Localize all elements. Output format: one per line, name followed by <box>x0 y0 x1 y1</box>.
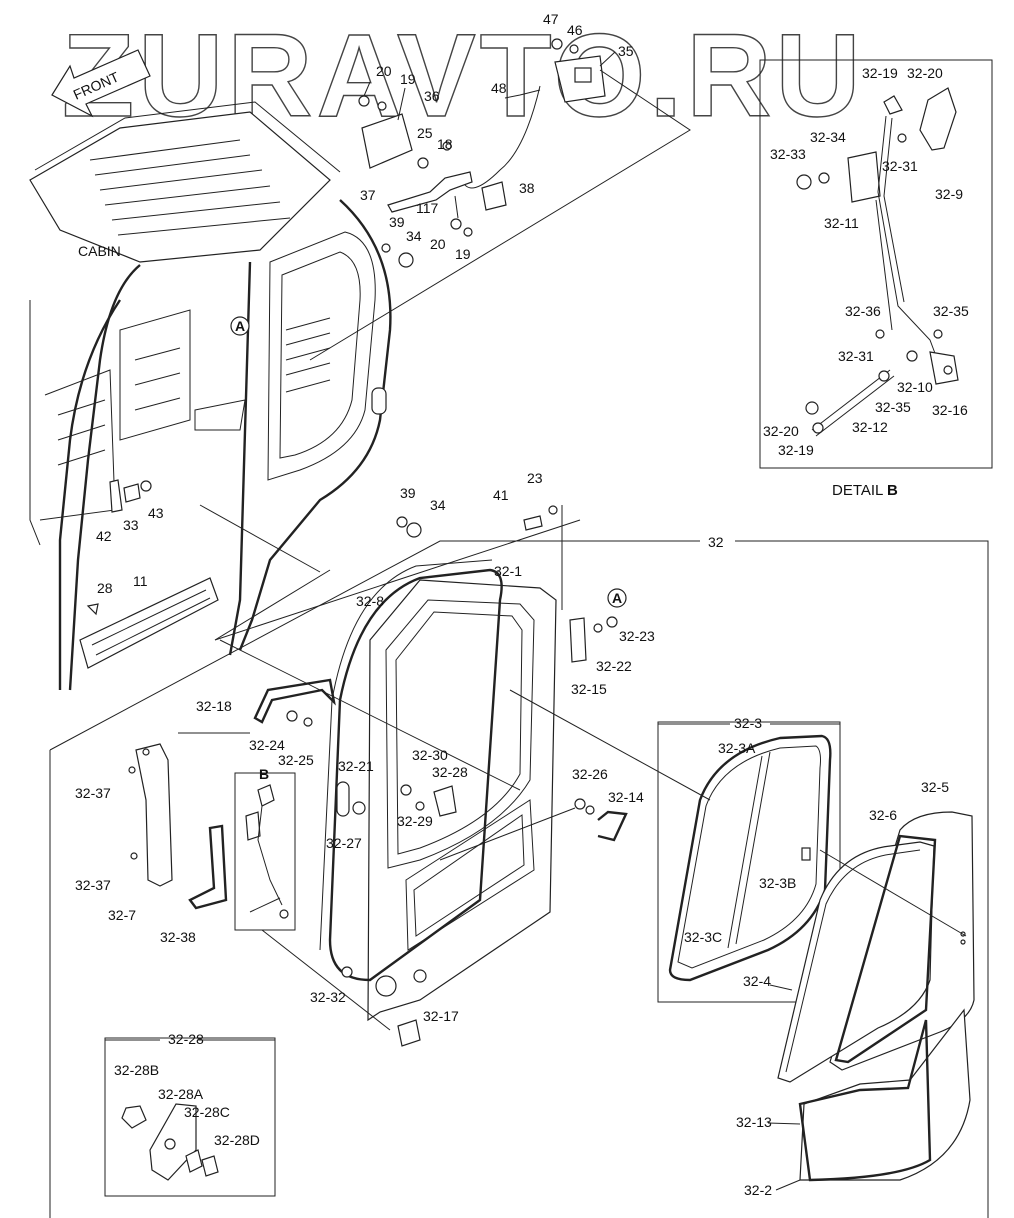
part-label: 32-14 <box>608 789 644 805</box>
part-label: 23 <box>527 470 543 486</box>
part-label: 32-11 <box>824 215 859 231</box>
part-label: 36 <box>424 88 440 104</box>
part-label: 32-28 <box>432 764 468 780</box>
part-label: 32-3 <box>734 715 762 731</box>
part-label: 32-37 <box>75 877 111 893</box>
part-label: 32-23 <box>619 628 655 644</box>
part-label: 38 <box>519 180 535 196</box>
mid-fasteners <box>86 479 581 641</box>
part-label: 39 <box>389 214 405 230</box>
part-label: 32-3B <box>759 875 796 891</box>
part-label: 11 <box>133 573 148 589</box>
part-label: 32 <box>708 534 724 550</box>
part-label: 42 <box>96 528 112 544</box>
bracket-32-7 <box>128 743 228 910</box>
leader-lines <box>105 51 840 1191</box>
part-label: 32-2 <box>744 1182 772 1198</box>
callout-a-cabin: A <box>235 318 245 334</box>
callout-a-door: A <box>612 590 622 606</box>
part-label: 32-20 <box>907 65 943 81</box>
assembly-32-outline <box>49 540 989 1218</box>
part-label: 32-19 <box>778 442 814 458</box>
part-label: 43 <box>148 505 164 521</box>
part-label: 32-38 <box>160 929 196 945</box>
part-label: 32-35 <box>933 303 969 319</box>
part-label: 32-7 <box>108 907 136 923</box>
part-label: 32-36 <box>845 303 881 319</box>
cabin-label: CABIN <box>78 243 121 259</box>
part-label: 46 <box>567 22 583 38</box>
part-label: 32-19 <box>862 65 898 81</box>
part-label: 47 <box>543 11 559 27</box>
part-label: B <box>259 766 269 782</box>
part-label: 32-28D <box>214 1132 260 1148</box>
part-label: 25 <box>417 125 433 141</box>
detail-b-inset <box>234 772 391 1031</box>
part-label: 32-20 <box>763 423 799 439</box>
part-label: 32-15 <box>571 681 607 697</box>
part-label: 32-37 <box>75 785 111 801</box>
part-label: 34 <box>406 228 422 244</box>
part-label: 20 <box>430 236 446 252</box>
part-label: 32-10 <box>897 379 933 395</box>
part-label: 32-1 <box>494 563 522 579</box>
part-label: 32-4 <box>743 973 771 989</box>
part-label: 32-13 <box>736 1114 772 1130</box>
part-label: 32-8 <box>356 593 384 609</box>
part-label: 19 <box>400 71 416 87</box>
part-label: 28 <box>97 580 113 596</box>
part-label: 32-5 <box>921 779 949 795</box>
part-label: 32-28A <box>158 1086 204 1102</box>
part-label: 32-3C <box>684 929 722 945</box>
part-label: 32-18 <box>196 698 232 714</box>
part-label: 20 <box>376 63 392 79</box>
part-label: 32-12 <box>852 419 888 435</box>
part-label: 32-30 <box>412 747 448 763</box>
part-label: 33 <box>123 517 139 533</box>
part-label: 39 <box>400 485 416 501</box>
part-label: 32-27 <box>326 835 362 851</box>
part-label: 32-6 <box>869 807 897 823</box>
part-label: 32-21 <box>338 758 374 774</box>
part-label: 32-31 <box>882 158 918 174</box>
part-label: 35 <box>618 43 634 59</box>
part-label: 32-17 <box>423 1008 459 1024</box>
part-label: 32-28C <box>184 1104 230 1120</box>
part-label: 32-3A <box>718 740 756 756</box>
part-labels: 47 46 35 48 20 19 36 25 18 37 117 38 39 … <box>75 11 969 1198</box>
part-label: 41 <box>493 487 509 503</box>
part-label: 34 <box>430 497 446 513</box>
part-label: 32-35 <box>875 399 911 415</box>
part-label: 32-9 <box>935 186 963 202</box>
part-label: 32-29 <box>397 813 433 829</box>
latch-hardware-top <box>309 38 691 361</box>
part-label: 32-34 <box>810 129 846 145</box>
part-label: 32-22 <box>596 658 632 674</box>
part-label: 19 <box>455 246 471 262</box>
part-label: 18 <box>437 136 453 152</box>
part-label: 32-28 <box>168 1031 204 1047</box>
part-label: 32-25 <box>278 752 314 768</box>
part-label: 117 <box>416 200 439 216</box>
part-label: 32-28B <box>114 1062 159 1078</box>
part-label: 48 <box>491 80 507 96</box>
part-label: 32-26 <box>572 766 608 782</box>
knob-detail-box <box>104 1037 276 1197</box>
part-label: 32-31 <box>838 348 874 364</box>
detail-b-caption: DETAIL B <box>832 482 898 499</box>
part-label: 32-32 <box>310 989 346 1005</box>
part-label: 32-16 <box>932 402 968 418</box>
part-label: 32-33 <box>770 146 806 162</box>
cabin-frame: A <box>29 101 392 691</box>
glass-panels <box>777 811 975 1182</box>
door-assembly: A <box>219 505 711 1047</box>
part-label: 37 <box>360 187 376 203</box>
part-label: 32-24 <box>249 737 285 753</box>
detail-b-box <box>759 59 993 469</box>
